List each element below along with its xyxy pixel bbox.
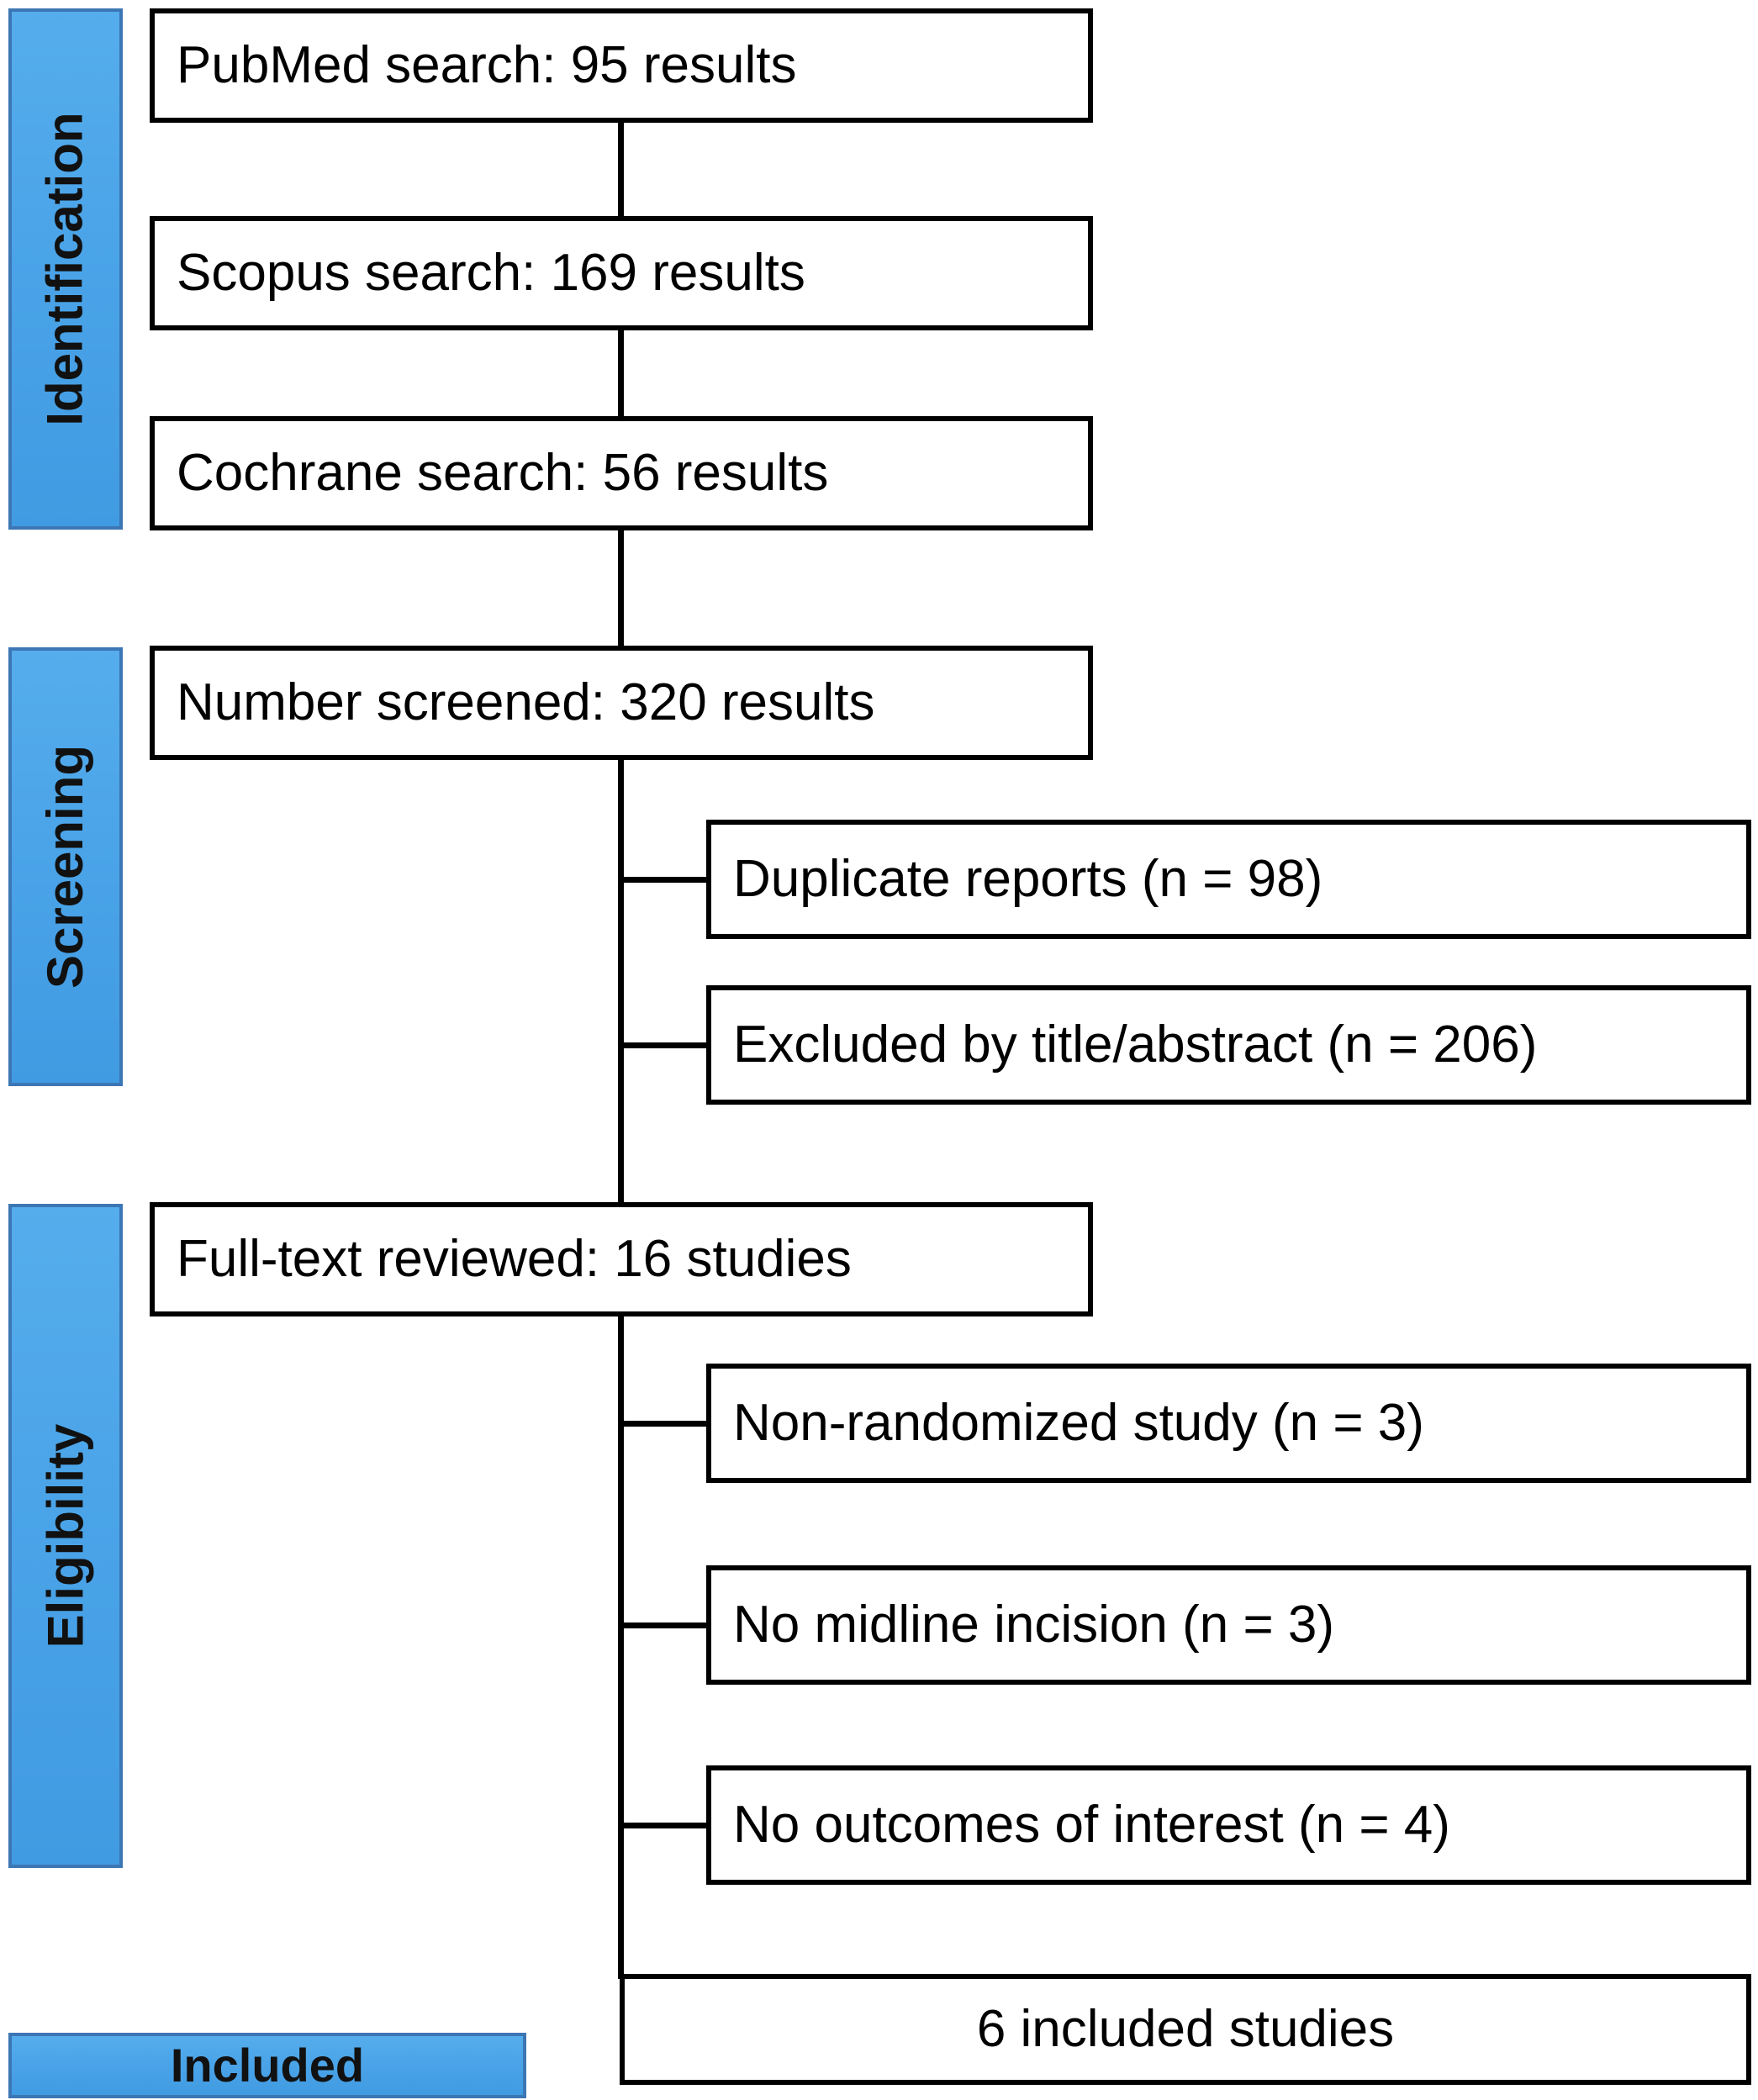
connector-pubmed-to-scopus	[618, 118, 624, 220]
exclusion-box-no-midline-incision-label: No midline incision (n = 3)	[733, 1596, 1335, 1654]
flow-box-pubmed-search: PubMed search: 95 results	[150, 8, 1093, 123]
stage-bar-included: Included	[8, 2033, 526, 2098]
exclusion-box-excluded-by-title-abstract-label: Excluded by title/abstract (n = 206)	[733, 1016, 1538, 1074]
connector-scopus-to-cochrane	[618, 326, 624, 420]
stage-bar-identification: Identification	[8, 8, 123, 530]
connector-fulltext-to-included	[618, 1312, 624, 1979]
exclusion-box-non-randomized-study: Non-randomized study (n = 3)	[706, 1364, 1751, 1483]
flow-box-scopus-search: Scopus search: 169 results	[150, 216, 1093, 330]
flow-box-pubmed-search-label: PubMed search: 95 results	[177, 36, 797, 95]
flow-box-number-screened: Number screened: 320 results	[150, 646, 1093, 760]
stage-label-screening: Screening	[37, 744, 94, 989]
flow-box-scopus-search-label: Scopus search: 169 results	[177, 244, 805, 303]
exclusion-box-no-midline-incision: No midline incision (n = 3)	[706, 1565, 1751, 1685]
flow-box-full-text-reviewed: Full-text reviewed: 16 studies	[150, 1202, 1093, 1316]
stage-label-eligibility: Eligibility	[37, 1423, 94, 1649]
connector-stub-non-randomized	[620, 1421, 709, 1427]
exclusion-box-excluded-by-title-abstract: Excluded by title/abstract (n = 206)	[706, 985, 1751, 1105]
flow-box-included-studies-label: 6 included studies	[976, 2000, 1395, 2059]
exclusion-box-duplicate-reports: Duplicate reports (n = 98)	[706, 820, 1751, 939]
flow-box-full-text-reviewed-label: Full-text reviewed: 16 studies	[177, 1230, 852, 1289]
flow-box-cochrane-search: Cochrane search: 56 results	[150, 416, 1093, 530]
stage-label-identification: Identification	[37, 112, 93, 426]
connector-cochrane-to-screened	[618, 526, 624, 649]
flow-box-number-screened-label: Number screened: 320 results	[177, 673, 875, 732]
exclusion-box-non-randomized-study-label: Non-randomized study (n = 3)	[733, 1394, 1424, 1453]
connector-screened-to-fulltext	[618, 756, 624, 1206]
stage-label-included: Included	[170, 2039, 365, 2092]
exclusion-box-no-outcomes-of-interest: No outcomes of interest (n = 4)	[706, 1765, 1751, 1885]
exclusion-box-no-outcomes-of-interest-label: No outcomes of interest (n = 4)	[733, 1796, 1450, 1855]
stage-bar-eligibility: Eligibility	[8, 1204, 123, 1868]
flow-box-cochrane-search-label: Cochrane search: 56 results	[177, 444, 829, 503]
connector-stub-duplicates	[620, 877, 709, 883]
connector-stub-excluded	[620, 1042, 709, 1048]
connector-stub-no-outcomes	[620, 1823, 709, 1828]
exclusion-box-duplicate-reports-label: Duplicate reports (n = 98)	[733, 850, 1323, 909]
stage-bar-screening: Screening	[8, 647, 123, 1086]
connector-stub-no-midline-incision	[620, 1622, 709, 1628]
flow-box-included-studies: 6 included studies	[620, 1974, 1751, 2085]
